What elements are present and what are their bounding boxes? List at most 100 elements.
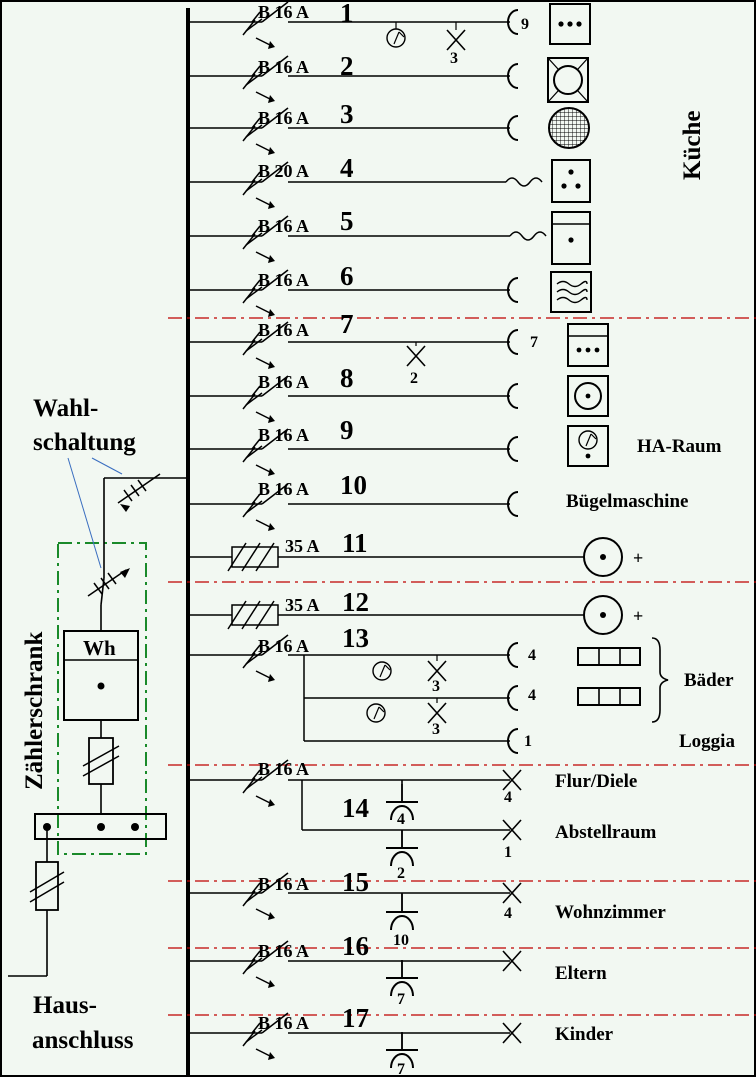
fuse-icon	[227, 542, 279, 572]
circuit-14: B 16 A 14 4 2 4 1 Flur/Diele Abstellraum	[188, 759, 657, 882]
room-label-kueche: Küche	[679, 111, 706, 180]
circuit-6-number: 6	[340, 261, 354, 291]
circuit-3: B 16 A 3	[188, 99, 590, 156]
label-zaehlerschrank: Zählerschrank	[21, 632, 48, 790]
fuse-icon	[227, 600, 279, 630]
meter-cabinet-border	[57, 542, 147, 855]
circuit-2-rating: B 16 A	[258, 57, 309, 77]
circuit-7-socket-count: 7	[530, 334, 538, 351]
house-connection-feed	[8, 827, 65, 977]
circuit-16-switch-count: 7	[397, 991, 405, 1008]
lamp-icon	[406, 345, 426, 367]
circuit-1-number: 1	[340, 0, 354, 28]
circuit-7-rating: B 16 A	[258, 320, 309, 340]
room-label-abstellraum: Abstellraum	[555, 822, 657, 843]
push-button-icon	[385, 893, 419, 931]
oven-icon	[551, 211, 591, 265]
circuit-16-rating: B 16 A	[258, 941, 309, 961]
circuit-5: B 16 A 5	[188, 206, 591, 265]
circuit-14-lamp-count-a: 4	[504, 789, 512, 806]
washing-machine-icon	[547, 57, 589, 103]
circuit-12: 35 A 12 +	[188, 587, 643, 635]
room-label-wohnzimmer: Wohnzimmer	[555, 902, 666, 923]
meter-label: Wh	[83, 636, 116, 660]
room-label-baeder: Bäder	[684, 670, 734, 691]
terminal-block	[34, 813, 167, 840]
circuit-6: B 16 A 6	[188, 261, 592, 318]
circuit-13-lamp-count-b: 3	[432, 721, 440, 738]
circuit-13-lamp-count-a: 3	[432, 678, 440, 695]
circuit-9-number: 9	[340, 415, 354, 445]
meter-cabinet: Wh	[34, 477, 167, 855]
fixed-connection-icon	[509, 231, 547, 241]
dryer-icon	[567, 323, 609, 367]
circuit-3-number: 3	[340, 99, 354, 129]
circuit-13: B 16 A 13 3 4 3 4 1 Bäder Loggia	[188, 623, 735, 754]
room-label-buegelmaschine: Bügelmaschine	[566, 491, 688, 512]
push-button-icon	[385, 829, 419, 867]
circuit-1: B 16 A 1 3 9	[188, 0, 591, 67]
circuit-12-rating: 35 A	[285, 595, 320, 615]
circuit-8-rating: B 16 A	[258, 372, 309, 392]
circuit-12-number: 12	[342, 587, 369, 617]
circuit-5-number: 5	[340, 206, 354, 236]
circuit-8: B 16 A 8 2	[188, 342, 609, 424]
circuit-17: B 16 A 17 7 Kinder	[188, 1003, 614, 1077]
circuit-15-lamp-count: 4	[504, 905, 512, 922]
circuit-13-socket-count-b: 4	[528, 687, 536, 704]
circuit-2-number: 2	[340, 51, 354, 81]
circuit-15-number: 15	[342, 867, 369, 897]
bath-heater-icon	[577, 687, 641, 706]
circuit-1-rating: B 16 A	[258, 2, 309, 22]
circuit-13-number: 13	[342, 623, 369, 653]
circuit-17-switch-count: 7	[397, 1061, 405, 1077]
circuit-1-socket-count: 9	[521, 16, 529, 33]
circuit-2: B 16 A 2	[188, 51, 589, 104]
selector-switch-upper	[117, 473, 188, 512]
circuit-15: B 16 A 15 10 4 Wohnzimmer	[188, 867, 666, 949]
circuit-17-number: 17	[342, 1003, 369, 1033]
circuit-6-rating: B 16 A	[258, 270, 309, 290]
label-haus-line1: Haus-	[33, 992, 97, 1019]
plus-sign: +	[633, 548, 643, 568]
timer-switch-icon	[386, 28, 406, 48]
circuit-13-rating: B 16 A	[258, 636, 309, 656]
selector-switch-icon	[87, 568, 130, 597]
timer-switch-icon	[372, 661, 392, 681]
lamp-icon	[446, 29, 466, 51]
timer-switch-icon	[366, 703, 386, 723]
room-label-eltern: Eltern	[555, 963, 607, 984]
circuit-16: B 16 A 16 7 Eltern	[188, 931, 607, 1008]
stove-icon	[551, 159, 591, 203]
circuit-14-switch-count-b: 2	[397, 865, 405, 882]
circuit-16-number: 16	[342, 931, 369, 961]
circuit-10-number: 10	[340, 470, 367, 500]
circuit-10: B 16 A 10 Bügelmaschine	[188, 470, 688, 532]
circuit-8-number: 8	[340, 363, 354, 393]
circuit-17-rating: B 16 A	[258, 1013, 309, 1033]
label-wahl-line1: Wahl-	[33, 395, 98, 422]
label-wahl-line2: schaltung	[33, 429, 136, 456]
circuit-13-socket-count-a: 4	[528, 647, 536, 664]
circuit-14-switch-count-a: 4	[397, 811, 405, 828]
circuit-14-lamp-count-b: 1	[504, 844, 512, 861]
circuit-8-lamp-count: 2	[410, 370, 418, 387]
microwave-icon	[550, 271, 592, 313]
dishwasher-icon	[548, 107, 590, 149]
circuit-15-rating: B 16 A	[258, 874, 309, 894]
circuit-9-rating: B 16 A	[258, 425, 309, 445]
circuit-14-number: 14	[342, 793, 369, 823]
annotation-pointer	[67, 457, 123, 569]
lamp-icon	[427, 702, 447, 724]
power-socket-icon	[583, 537, 623, 577]
circuit-4: B 20 A 4	[188, 153, 591, 210]
circuit-15-switch-count: 10	[393, 932, 409, 949]
circuit-4-number: 4	[340, 153, 354, 183]
washer-icon	[567, 375, 609, 417]
room-label-kinder: Kinder	[555, 1024, 614, 1045]
label-haus-line2: anschluss	[32, 1027, 134, 1054]
circuit-1-lamp-count: 3	[450, 50, 458, 67]
